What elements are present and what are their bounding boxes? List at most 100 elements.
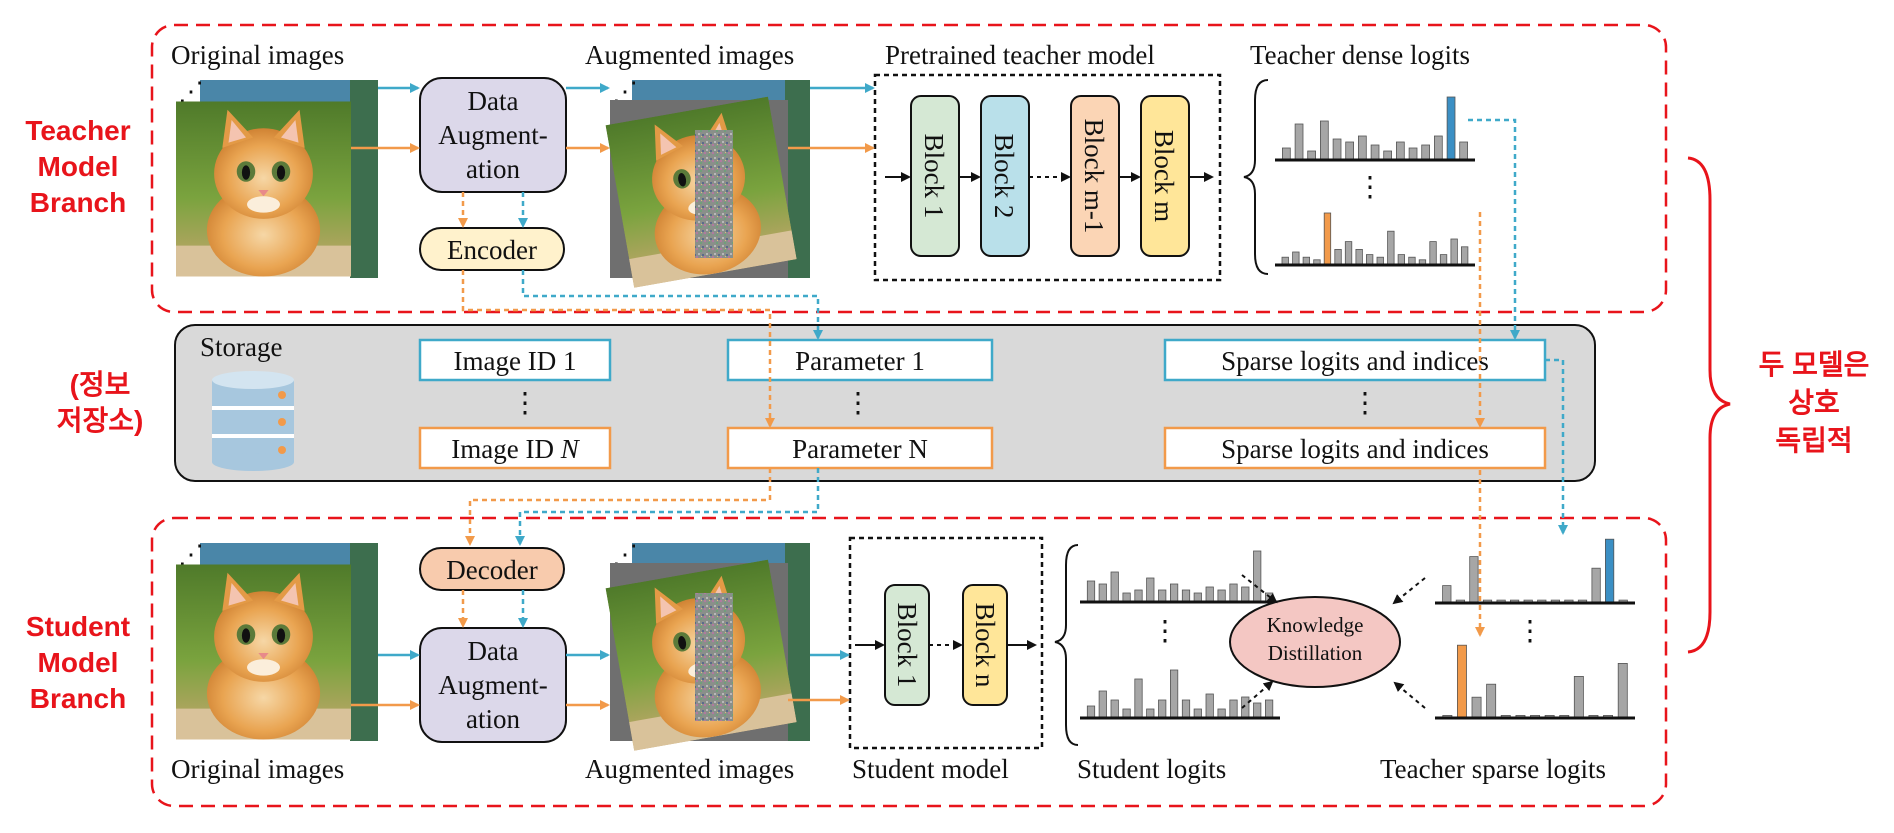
logit-bar [1332, 138, 1342, 161]
logit-bar [1429, 241, 1437, 266]
student-logits-brace [1054, 544, 1079, 746]
teacher-sparse-ellipsis: ⋮ [1516, 616, 1544, 647]
teacher-model-title: Pretrained teacher model [885, 40, 1155, 70]
student-data-augmentation-box [419, 627, 567, 743]
logit-bar [1170, 583, 1179, 603]
logit-bar [1358, 135, 1367, 161]
parameter-n-box [726, 426, 994, 470]
teacher-branch-frame [150, 23, 1668, 314]
teacher-block-1: Block 1 [910, 95, 960, 257]
independence-note-2: 상호 [1788, 387, 1840, 418]
logit-bar [1098, 690, 1107, 719]
logit-bar [1459, 141, 1468, 161]
teacher-dense-logits-bottom [1275, 212, 1475, 267]
logit-bar [1320, 120, 1329, 161]
teacher-sparse-logits-bottom [1435, 644, 1635, 720]
teacher-logits-brace [1243, 79, 1269, 275]
logit-bar [1355, 248, 1363, 266]
right-curly-brace [1687, 156, 1731, 654]
teacher-branch-label-3: Branch [30, 187, 126, 218]
logit-bar [1366, 254, 1374, 266]
student-logits-bottom [1080, 669, 1280, 720]
image-id-1-label: Image ID 1 [454, 346, 577, 376]
student-logits-top [1080, 550, 1280, 604]
student-augmented-images: ⋰ [605, 540, 810, 751]
parameter-1-box [726, 338, 994, 382]
student-logits-label: Student logits [1077, 754, 1226, 784]
parameter-ellipsis: ⋮ [844, 388, 872, 419]
encoder-label: Encoder [447, 235, 537, 265]
sparse-logits-ellipsis: ⋮ [1351, 388, 1379, 419]
teacher-original-images: ⋰ [176, 77, 378, 278]
image-id-n-label: Image ID N [451, 434, 580, 464]
logit-bar [1486, 683, 1497, 719]
sparse-logits-1-label: Sparse logits and indices [1221, 346, 1489, 376]
student-model-title: Student model [852, 754, 1009, 784]
logit-bar [1292, 251, 1300, 266]
teacher-data-aug-line1: Data [468, 86, 519, 116]
logit-bar [1253, 550, 1262, 603]
logit-bar [1086, 705, 1096, 719]
logit-bar [1229, 699, 1238, 719]
logit-bar [1181, 589, 1191, 603]
encoder-to-storage-arrows [461, 118, 1520, 428]
logit-bar [1442, 585, 1452, 604]
logit-bar [1181, 699, 1191, 719]
logit-bar [1334, 248, 1342, 266]
teacher-data-aug-line3: ation [466, 154, 520, 184]
student-model-frame [848, 536, 1044, 750]
teacher-block-m-1: Block m-1 [1070, 95, 1120, 257]
highlighted-logit-bar [1457, 644, 1467, 719]
teacher-sparse-logits-label: Teacher sparse logits [1380, 754, 1606, 784]
student-block-1: Block 1 [884, 584, 930, 706]
database-icon [212, 371, 294, 471]
independence-note-1: 두 모델은 [1759, 349, 1870, 380]
logit-bar [1134, 678, 1143, 719]
svg-text:Block 1: Block 1 [919, 134, 949, 219]
student-branch-label-2: Model [38, 647, 119, 678]
logit-bar [1345, 141, 1354, 161]
student-data-aug-line1: Data [468, 636, 519, 666]
svg-text:Block m: Block m [1149, 130, 1179, 222]
student-data-aug-line3: ation [466, 704, 520, 734]
logit-bar [1450, 238, 1458, 266]
teacher-dense-logits-top [1275, 96, 1475, 162]
teacher-dense-ellipsis: ⋮ [1356, 172, 1384, 203]
logit-bar [1253, 702, 1262, 719]
teacher-augmented-images: ⋰ [605, 77, 810, 288]
teacher-dense-logits-title: Teacher dense logits [1250, 40, 1470, 70]
logit-bar [1265, 699, 1274, 719]
student-block-n: Block n [962, 584, 1008, 706]
storage-korean-label-2: 저장소) [57, 405, 144, 436]
logit-bar [1241, 586, 1250, 603]
logit-bar [1294, 123, 1304, 161]
sparse-logits-n-label: Sparse logits and indices [1221, 434, 1489, 464]
teacher-branch-label-2: Model [38, 151, 119, 182]
logit-bar [1110, 699, 1119, 719]
logit-bar [1617, 663, 1628, 719]
highlighted-logit-bar [1605, 538, 1615, 604]
teacher-data-aug-line2: Augment- [438, 120, 547, 150]
logit-bar [1387, 230, 1395, 266]
logit-bar [1573, 676, 1584, 719]
teacher-flow-arrows [351, 83, 875, 228]
logit-bar [1205, 693, 1214, 719]
logit-bar [1471, 696, 1482, 719]
svg-text:Block n: Block n [970, 603, 1000, 688]
svg-text:⋰: ⋰ [178, 540, 204, 569]
logit-bar [1397, 254, 1405, 266]
svg-text:Block 1: Block 1 [892, 603, 922, 688]
knowledge-distillation-node [1229, 596, 1401, 688]
teacher-data-augmentation-box [419, 77, 567, 193]
encoder-box [419, 227, 565, 271]
kd-arrows [1241, 574, 1426, 709]
logit-bar [1421, 144, 1430, 161]
student-augmented-images-label: Augmented images [585, 754, 794, 784]
teacher-block-m: Block m [1140, 95, 1190, 257]
svg-text:Block 2: Block 2 [989, 134, 1019, 219]
logit-bar [1439, 254, 1448, 266]
parameter-n-label: Parameter N [792, 434, 928, 464]
highlighted-logit-bar [1323, 212, 1332, 266]
logit-bar [1217, 589, 1226, 603]
logit-bar [1229, 583, 1238, 603]
